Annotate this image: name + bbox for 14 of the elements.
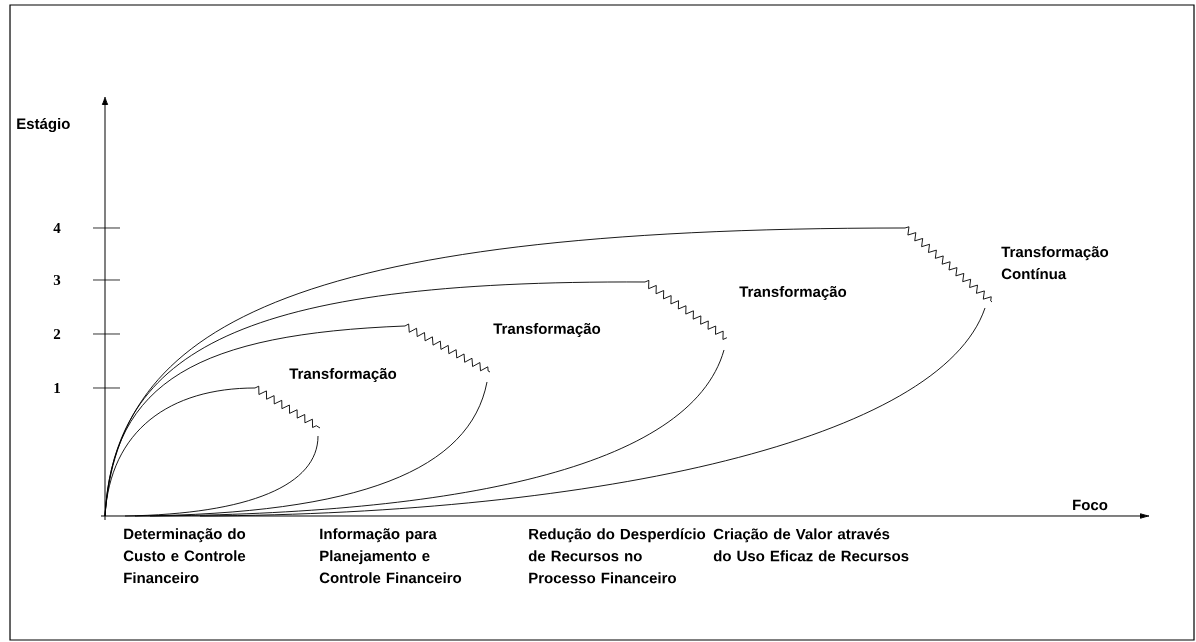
category-label: Determinação do Custo e Controle Financeiro bbox=[123, 528, 246, 584]
axis-label: Estágio bbox=[17, 117, 70, 133]
tick-label: 3 bbox=[53, 274, 61, 286]
tick-label: 1 bbox=[54, 383, 60, 393]
category-label: Criação de Valor através do Uso Eficaz de Recursos bbox=[713, 528, 909, 562]
category-label: Informação para Planejamento e Controle Financeiro bbox=[319, 528, 462, 584]
curve-label: Transformação Contínua bbox=[1001, 246, 1109, 280]
curve-label: Transformação bbox=[493, 323, 601, 337]
curve-label: Transformação bbox=[739, 286, 847, 300]
tick-label: 2 bbox=[53, 329, 61, 339]
axis-label: Foco bbox=[1073, 499, 1108, 511]
category-label: Redução do Desperdício de Recursos no Processo Financeiro bbox=[528, 528, 706, 584]
tick-label: 4 bbox=[53, 223, 61, 233]
curve-label: Transformação bbox=[289, 368, 397, 382]
